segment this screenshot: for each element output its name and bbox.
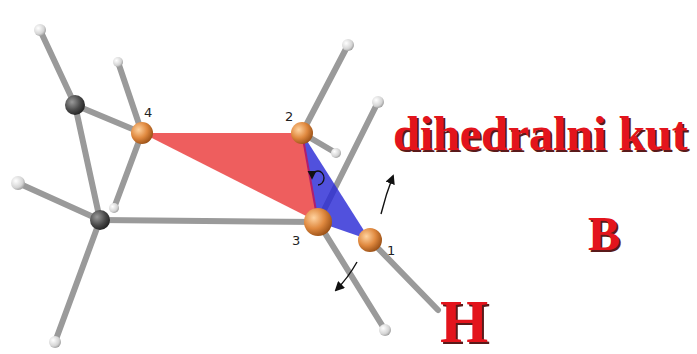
carbon-atoms xyxy=(65,95,110,230)
rotation-arrow xyxy=(312,171,324,185)
bond-lines xyxy=(18,30,438,342)
motion-arrow xyxy=(381,176,393,214)
heading-label: dihedralni kut xyxy=(393,110,688,158)
motion-arrow xyxy=(336,262,357,290)
atom-number: 1 xyxy=(387,244,395,257)
orange-atoms xyxy=(131,122,382,252)
blue-plane xyxy=(302,133,370,240)
atom-number: 4 xyxy=(144,106,152,119)
letter-label: H xyxy=(440,290,488,352)
atom-number: 3 xyxy=(292,234,300,247)
h-atoms xyxy=(11,24,391,348)
red-plane xyxy=(142,133,318,222)
letter-label: B xyxy=(588,210,620,258)
atom-number: 2 xyxy=(285,110,293,123)
